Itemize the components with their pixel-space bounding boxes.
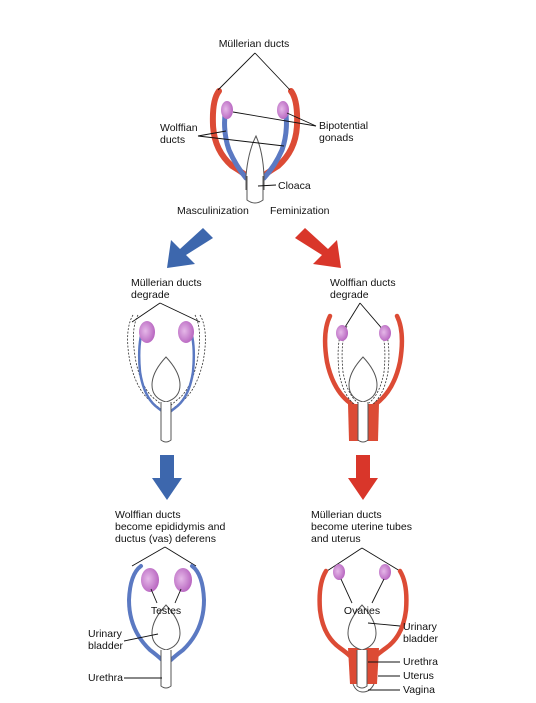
label-mullerian-become: Müllerian ducts — [311, 509, 382, 521]
testis-left — [141, 568, 159, 592]
label-bipotential-gonads: Bipotential — [319, 120, 368, 132]
label-wolffian-become: ductus (vas) deferens — [115, 533, 216, 545]
ductus-deferens-left — [126, 564, 164, 662]
leader-line — [159, 302, 201, 323]
wolffian-duct-right — [261, 103, 289, 181]
label-testes: Testes — [151, 605, 181, 617]
urethra — [160, 402, 172, 443]
label-mullerian-ducts: Müllerian ducts — [219, 38, 290, 50]
wolffian-duct-left — [222, 103, 249, 181]
label-urinary-bladder: bladder — [88, 640, 124, 652]
label-wolffian-degrade: Wolffian ducts — [330, 277, 396, 289]
leader-line — [286, 112, 317, 127]
uterine-tube-left — [317, 568, 353, 659]
female-adult-stage — [317, 564, 409, 693]
label-wolffian-become: become epididymis and — [115, 521, 225, 533]
male-down-arrow — [152, 455, 182, 500]
leader-line — [123, 633, 159, 642]
mullerian-duct-left — [209, 88, 255, 183]
urethra — [160, 650, 172, 689]
label-urinary-bladder: Urinary — [88, 628, 123, 640]
leader-line — [197, 135, 285, 147]
female-down-arrow — [348, 455, 378, 500]
male-intermediate-stage — [127, 314, 206, 443]
leader-line — [367, 622, 401, 627]
label-mullerian-become: and uterus — [311, 533, 361, 545]
label-urethra: Urethra — [403, 656, 438, 668]
urinary-bladder — [151, 604, 181, 651]
leader-line — [340, 578, 353, 604]
label-feminization: Feminization — [270, 205, 330, 217]
urinary-bladder — [348, 356, 378, 403]
leader-line — [131, 546, 166, 567]
label-mullerian-degrade: degrade — [131, 289, 170, 301]
label-urinary-bladder: Urinary — [403, 621, 438, 633]
gonad-left — [336, 325, 348, 341]
cloaca-tube — [246, 176, 264, 204]
label-mullerian-become: become uterine tubes — [311, 521, 412, 533]
vagina — [352, 683, 375, 693]
feminization-arrow — [295, 228, 341, 268]
mullerian-duct-right — [255, 88, 301, 183]
leader-line — [197, 130, 227, 137]
leader-line — [257, 184, 277, 187]
label-wolffian-become: Wolffian ducts — [115, 509, 181, 521]
leader-line — [326, 547, 363, 572]
label-wolffian-ducts: ducts — [160, 134, 185, 146]
urinary-bladder — [347, 604, 377, 651]
label-wolffian-degrade: degrade — [330, 289, 369, 301]
ovary-left — [333, 564, 345, 580]
label-vagina: Vagina — [403, 684, 435, 696]
urethra — [357, 402, 369, 443]
ductus-deferens-right — [169, 564, 207, 662]
leader-line — [371, 578, 385, 604]
gonad-right — [379, 325, 391, 341]
urethra — [356, 650, 368, 689]
bipotential-gonad-right — [277, 101, 289, 119]
leader-line — [232, 111, 317, 127]
label-masculinization: Masculinization — [177, 205, 249, 217]
leader-line — [254, 52, 291, 91]
leader-line — [150, 588, 158, 604]
gonad-right — [178, 321, 194, 343]
label-bipotential-gonads: gonads — [319, 132, 353, 144]
label-cloaca: Cloaca — [278, 180, 311, 192]
female-intermediate-stage — [322, 313, 405, 443]
leader-line — [217, 52, 256, 91]
uterine-tube-right — [373, 568, 409, 659]
leader-line — [164, 546, 197, 567]
label-wolffian-ducts: Wolffian — [160, 122, 198, 134]
testis-right — [174, 568, 192, 592]
leader-line — [174, 588, 182, 604]
indifferent-stage — [209, 88, 301, 204]
label-mullerian-degrade: Müllerian ducts — [131, 277, 202, 289]
label-urethra: Urethra — [88, 672, 123, 684]
leader-line — [361, 547, 401, 572]
bipotential-gonad-left — [221, 101, 233, 119]
label-ovaries: Ovaries — [344, 605, 380, 617]
gonad-left — [139, 321, 155, 343]
label-uterus: Uterus — [403, 670, 434, 682]
label-urinary-bladder: bladder — [403, 633, 439, 645]
male-adult-stage — [126, 564, 207, 689]
ovary-right — [379, 564, 391, 580]
masculinization-arrow — [167, 228, 213, 268]
urinary-bladder — [151, 356, 181, 403]
